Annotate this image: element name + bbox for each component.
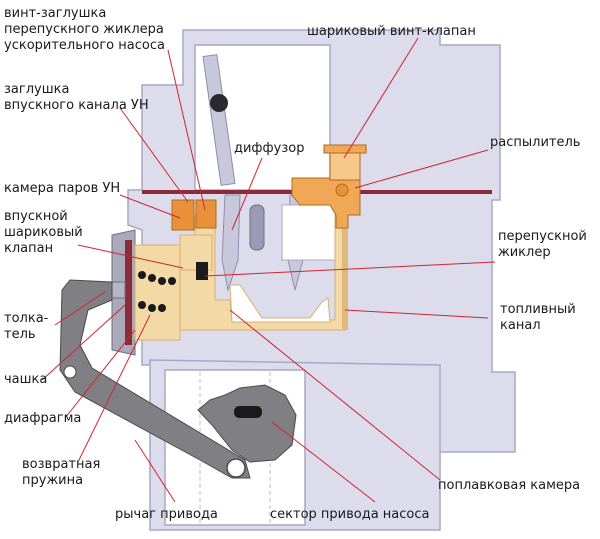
label-bypass-screw-plug: винт-заглушка перепускного жиклера ускор… [4, 6, 168, 53]
label-drive-lever: рычаг привода [115, 507, 218, 522]
choke-axis [210, 94, 228, 112]
label-return-spring: возвратная пружина [22, 457, 104, 488]
label-vapor-chamber: камера паров УН [4, 181, 120, 196]
label-intake-ball-valve: впускной шариковый клапан [4, 209, 87, 256]
label-pusher: толка- тель [4, 311, 53, 342]
label-fuel-channel: топливный канал [500, 302, 580, 333]
label-diffuser: диффузор [234, 141, 304, 156]
labels: винт-заглушка перепускного жиклера ускор… [4, 6, 591, 522]
label-bypass-jet: перепускной жиклер [498, 229, 591, 260]
sprayer [291, 144, 367, 229]
choke-plate [202, 54, 236, 186]
label-ball-screw-valve: шариковый винт-клапан [307, 24, 476, 39]
label-sprayer: распылитель [490, 135, 580, 150]
label-diaphragm: диафрагма [4, 411, 81, 426]
leader-lines [41, 37, 496, 503]
drive-lever [59, 279, 251, 479]
label-intake-channel-plug: заглушка впускного канала УН [4, 82, 149, 113]
label-float-chamber: поплавковая камера [438, 478, 580, 493]
pump-drive-sector [197, 384, 297, 463]
label-pump-drive-sector: сектор привода насоса [270, 507, 430, 522]
label-cup: чашка [4, 372, 47, 387]
